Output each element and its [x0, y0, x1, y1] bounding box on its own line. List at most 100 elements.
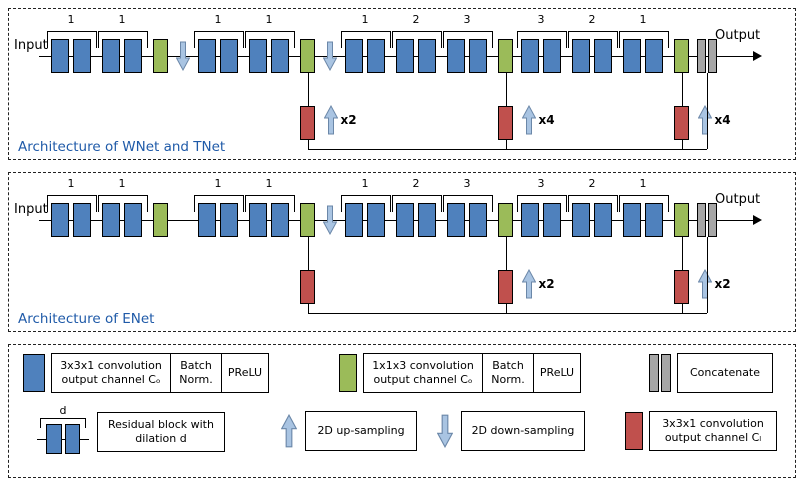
skip-connection [341, 31, 391, 48]
up-sampling-arrow [323, 104, 338, 135]
dilation-label: 1 [639, 177, 647, 190]
branch-drop-line [681, 140, 683, 149]
conv-3x3x1-rect [102, 39, 120, 73]
conv-3x3x1-cl-block [498, 106, 513, 140]
legend-item-residual-block: d Residual block with dilation d [37, 404, 225, 457]
concat-rect [708, 203, 717, 237]
conv-3x3x1-rect [469, 203, 487, 237]
dilation-label: 1 [361, 13, 369, 26]
skip-connection [619, 31, 669, 48]
conv-3x3x1-rect [73, 203, 91, 237]
skip-connection [245, 31, 295, 48]
dilation-label: 1 [214, 13, 222, 26]
conv-3x3x1-rect [521, 39, 539, 73]
residual-block [249, 203, 289, 237]
conv-3x3x1-rect [198, 39, 216, 73]
conv-3x3x1-rect [51, 39, 69, 73]
residual-block [51, 39, 91, 73]
conv-3x3x1-rect [102, 203, 120, 237]
dilation-label: 1 [67, 177, 75, 190]
residual-block [521, 39, 561, 73]
legend-boxes: 1x1x3 convolution output channel Cₒ Batc… [363, 353, 581, 393]
residual-block [572, 203, 612, 237]
conv-3x3x1-rect [543, 203, 561, 237]
branch-drop-line [505, 140, 507, 149]
output-arrowhead [753, 51, 762, 61]
legend-panel: 3x3x1 convolution output channel Cₒ Batc… [8, 344, 796, 478]
residual-block [249, 39, 289, 73]
branch-drop-line [505, 73, 507, 106]
up-sampling-arrow [521, 268, 536, 299]
concat-rect [708, 39, 717, 73]
concatenate-block [697, 203, 717, 237]
legend-label-prelu: PReLU [221, 353, 269, 393]
conv-3x3x1-rect [220, 203, 238, 237]
skip-connection [341, 195, 391, 212]
skip-connection [194, 195, 244, 212]
conv-3x3x1-rect [469, 39, 487, 73]
conv-3x3x1-rect [645, 203, 663, 237]
up-sampling-arrow [521, 104, 536, 135]
residual-block [521, 203, 561, 237]
branch-drop-line [681, 73, 683, 106]
skip-bus-line [307, 149, 707, 150]
branch-drop-line [307, 304, 309, 313]
dilation-label: 1 [639, 13, 647, 26]
skip-bus-line [307, 313, 707, 314]
conv-3x3x1-rect [249, 39, 267, 73]
upsample-scale-label: x2 [538, 277, 555, 291]
conv-1x1x3-block [153, 203, 168, 237]
conv-3x3x1-cl-block [300, 270, 315, 304]
skip-connection [98, 195, 148, 212]
conv-3x3x1-rect [345, 39, 363, 73]
legend-label-concatenate: Concatenate [677, 353, 773, 393]
dilation-label: 1 [118, 177, 126, 190]
dilation-label: 2 [588, 177, 596, 190]
legend-item-conv-blue: 3x3x1 convolution output channel Cₒ Batc… [23, 353, 269, 393]
branch-drop-line [505, 304, 507, 313]
down-arrow-icon [437, 414, 453, 448]
dilation-label: 1 [214, 177, 222, 190]
skip-connection [245, 195, 295, 212]
residual-block [623, 39, 663, 73]
branch-drop-line [307, 140, 309, 149]
conv-1x1x3-block [498, 203, 513, 237]
conv-3x3x1-rect [396, 39, 414, 73]
skip-connection [392, 31, 442, 48]
dilation-label: 1 [265, 13, 273, 26]
skip-connection [98, 31, 148, 48]
conv-3x3x1-rect [124, 203, 142, 237]
legend-item-down-sampling: 2D down-sampling [437, 411, 585, 451]
conv-3x3x1-rect [198, 203, 216, 237]
dilation-label: 3 [463, 13, 471, 26]
residual-block [198, 39, 238, 73]
branch-drop-line [681, 237, 683, 270]
legend-boxes: 3x3x1 convolution output channel Cₗ [649, 411, 777, 451]
residual-block-icon: d [37, 404, 89, 457]
conv-3x3x1-rect [418, 203, 436, 237]
concat-rect [697, 203, 706, 237]
panel-title-wnet-tnet: Architecture of WNet and TNet [18, 139, 226, 155]
skip-connection [517, 31, 567, 48]
down-sampling-arrow [322, 41, 338, 72]
legend-boxes: 3x3x1 convolution output channel Cₒ Batc… [51, 353, 269, 393]
upsample-scale-label: x2 [714, 277, 731, 291]
conv-3x3x1-rect [367, 203, 385, 237]
conv-3x3x1-rect [623, 39, 641, 73]
up-sampling-arrow [697, 268, 712, 299]
skip-connection [443, 31, 493, 48]
residual-pair [46, 424, 80, 454]
upsample-scale-label: x4 [714, 113, 731, 127]
upsample-scale-label: x4 [538, 113, 555, 127]
residual-block [396, 39, 436, 73]
concat-rect [649, 354, 659, 392]
dilation-d-label: d [59, 404, 67, 417]
legend-item-conv-red: 3x3x1 convolution output channel Cₗ [625, 411, 777, 451]
residual-block [345, 39, 385, 73]
legend-label-prelu: PReLU [533, 353, 581, 393]
dilation-label: 1 [361, 177, 369, 190]
